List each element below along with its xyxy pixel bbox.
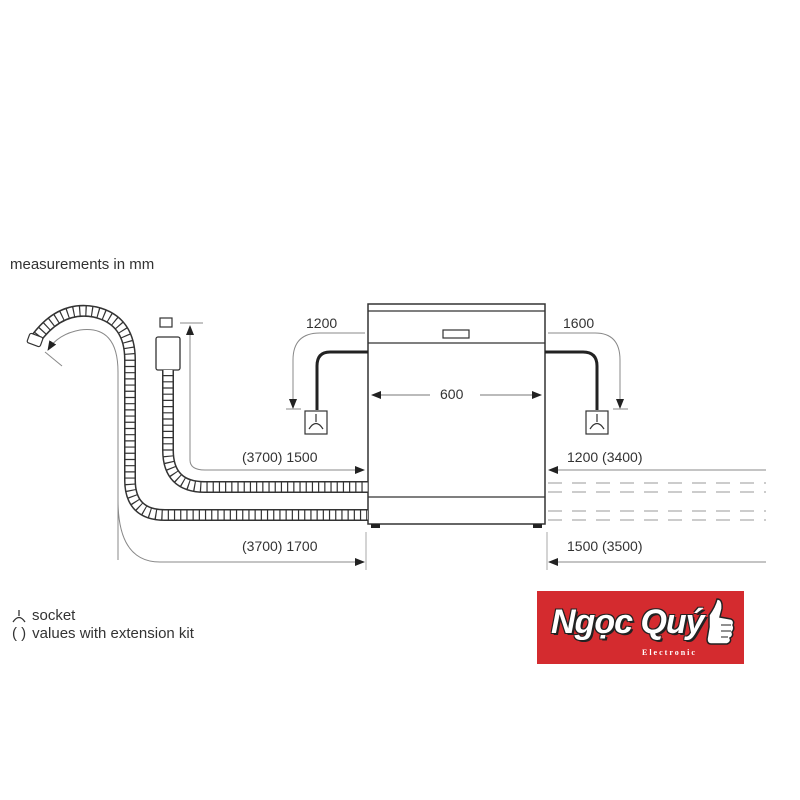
- right-power-cord: [545, 332, 628, 435]
- socket-icon-left: [304, 410, 328, 435]
- inlet-hose-left-length: (3700) 1500: [242, 449, 318, 465]
- left-cord-length: 1200: [306, 315, 338, 331]
- diagram-title: measurements in mm: [10, 256, 155, 273]
- legend-socket-text: socket: [32, 607, 76, 624]
- drain-hose-right-length: 1500 (3500): [567, 538, 643, 554]
- left-power-cord: [286, 332, 368, 435]
- legend: socket ( ) values with extension kit: [12, 607, 194, 643]
- brand-logo: Ngọc Quý Electronic: [537, 591, 744, 664]
- socket-icon: [12, 610, 26, 623]
- socket-icon-right: [585, 410, 609, 435]
- right-hose-dimensions: [546, 466, 766, 570]
- brand-subtitle: Electronic: [642, 648, 697, 657]
- dishwasher-outline: [367, 303, 546, 528]
- appliance-width: 600: [440, 386, 464, 402]
- inlet-hose-right-length: 1200 (3400): [567, 449, 643, 465]
- legend-extension-text: values with extension kit: [32, 625, 194, 642]
- legend-item-extension: ( ) values with extension kit: [12, 625, 194, 643]
- legend-extension-symbol: ( ): [12, 625, 27, 642]
- brand-name: Ngọc Quý: [551, 603, 705, 641]
- right-cord-length: 1600: [563, 315, 595, 331]
- inlet-hose: [155, 317, 368, 493]
- drain-hose-left-length: (3700) 1700: [242, 538, 318, 554]
- thumbs-up-icon: [706, 598, 735, 645]
- drain-hose: [26, 304, 368, 570]
- legend-item-socket: socket: [12, 607, 194, 625]
